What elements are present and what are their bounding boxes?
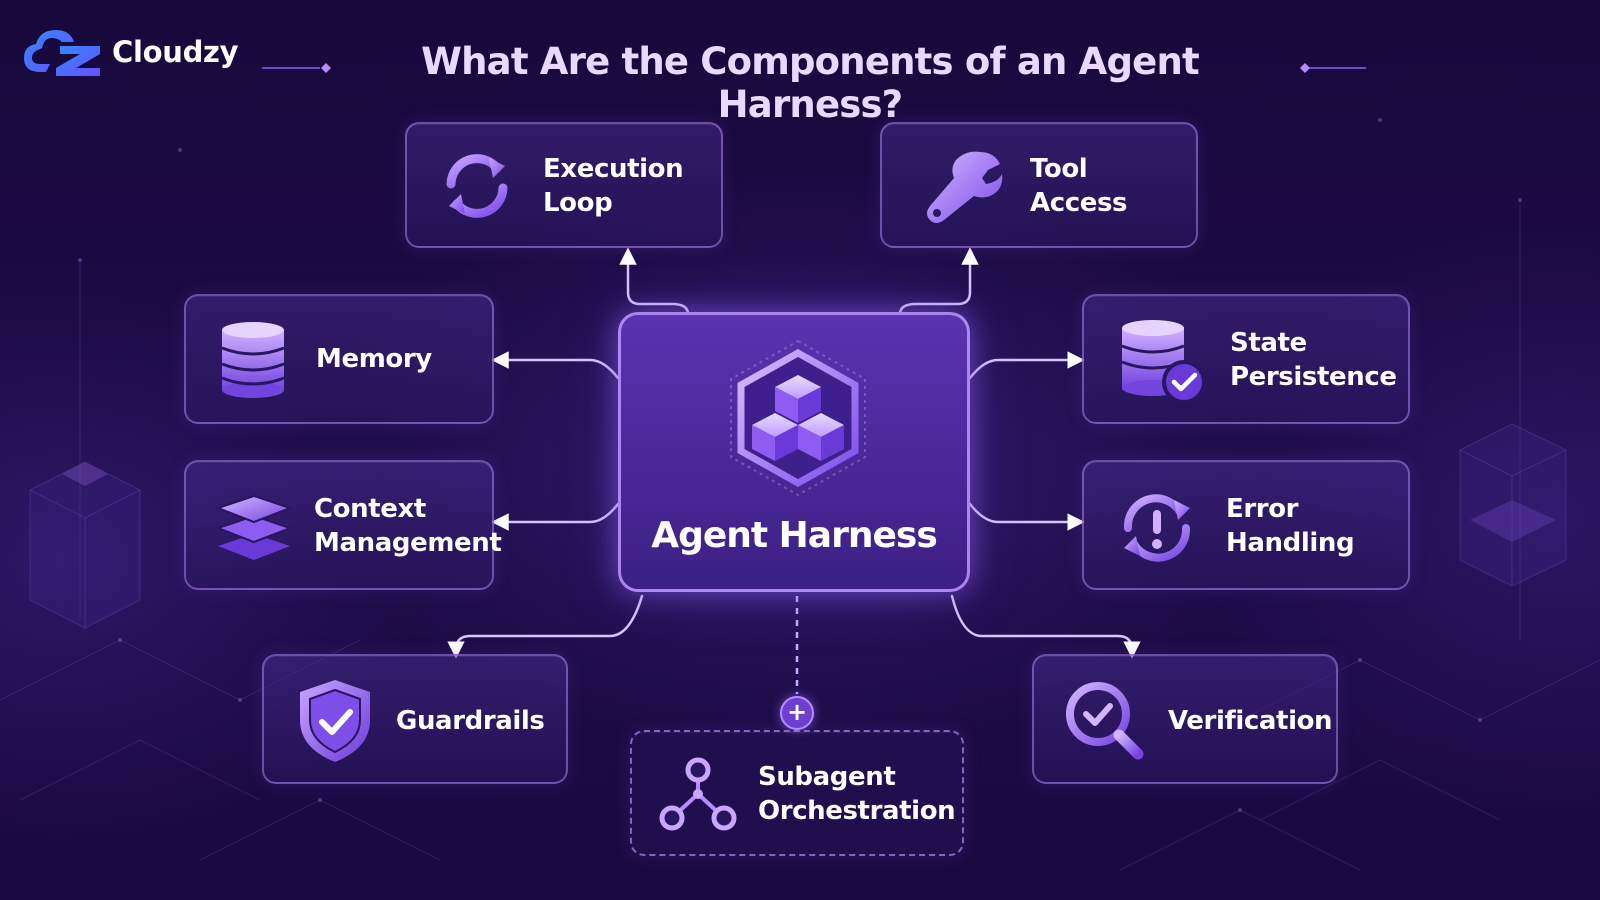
center-label: Agent Harness	[651, 515, 938, 556]
card-execution-loop[interactable]: Execution Loop	[405, 122, 723, 248]
cubes-hexagon-icon	[713, 335, 883, 505]
refresh-cycle-icon	[437, 146, 517, 226]
database-check-icon	[1118, 318, 1208, 406]
card-tool-access[interactable]: Tool Access	[880, 122, 1198, 248]
label-subagent-orchestration: Subagent Orchestration	[758, 760, 956, 828]
magnifier-check-icon	[1062, 678, 1148, 764]
connector-state-persistence	[968, 351, 1085, 380]
label-error-handling-line: Error Handling	[1226, 494, 1355, 558]
card-error-handling[interactable]: Error Handling	[1082, 460, 1410, 590]
shield-check-icon	[296, 676, 374, 766]
connector-execution-loop	[619, 247, 690, 316]
card-subagent-orchestration[interactable]: Subagent Orchestration	[630, 730, 964, 856]
wrench-icon	[922, 144, 1006, 228]
card-state-persistence[interactable]: State Persistence	[1082, 294, 1410, 424]
connector-context-management	[491, 502, 620, 531]
cloud-logo-icon	[24, 30, 100, 76]
label-context-management-line: Context Management	[314, 494, 502, 558]
label-state-persistence: State Persistence	[1230, 326, 1397, 394]
database-stack-icon	[218, 320, 288, 400]
card-context-management[interactable]: Context Management	[184, 460, 502, 590]
brand-name: Cloudzy	[112, 35, 239, 69]
connector-tool-access	[898, 247, 979, 316]
card-memory[interactable]: Memory	[184, 294, 494, 424]
plus-badge[interactable]: +	[780, 696, 814, 730]
label-tool-access-line: Tool Access	[1030, 154, 1128, 218]
error-cycle-icon	[1114, 486, 1200, 570]
label-memory: Memory	[316, 344, 432, 374]
label-execution-loop: Execution Loop	[543, 152, 684, 220]
connector-memory	[491, 351, 620, 380]
label-tool-access: Tool Access	[1030, 152, 1128, 220]
card-agent-harness[interactable]: Agent Harness	[618, 312, 970, 592]
page-title: What Are the Components of an Agent Harn…	[421, 40, 1200, 126]
label-execution-loop-line: Execution Loop	[543, 154, 684, 218]
connector-verification	[950, 594, 1141, 659]
connector-error-handling	[968, 502, 1085, 531]
label-subagent-orchestration-line: Subagent Orchestration	[758, 762, 956, 826]
connector-guardrails	[447, 594, 644, 659]
card-guardrails[interactable]: Guardrails	[262, 654, 568, 784]
label-error-handling: Error Handling	[1226, 492, 1355, 560]
brand-logo[interactable]: Cloudzy	[22, 24, 242, 80]
layers-icon	[214, 486, 294, 568]
label-verification: Verification	[1168, 706, 1333, 736]
label-state-persistence-line: State Persistence	[1230, 328, 1397, 392]
label-context-management: Context Management	[314, 492, 502, 560]
node-network-icon	[658, 754, 738, 834]
label-guardrails: Guardrails	[396, 706, 545, 736]
card-verification[interactable]: Verification	[1032, 654, 1338, 784]
